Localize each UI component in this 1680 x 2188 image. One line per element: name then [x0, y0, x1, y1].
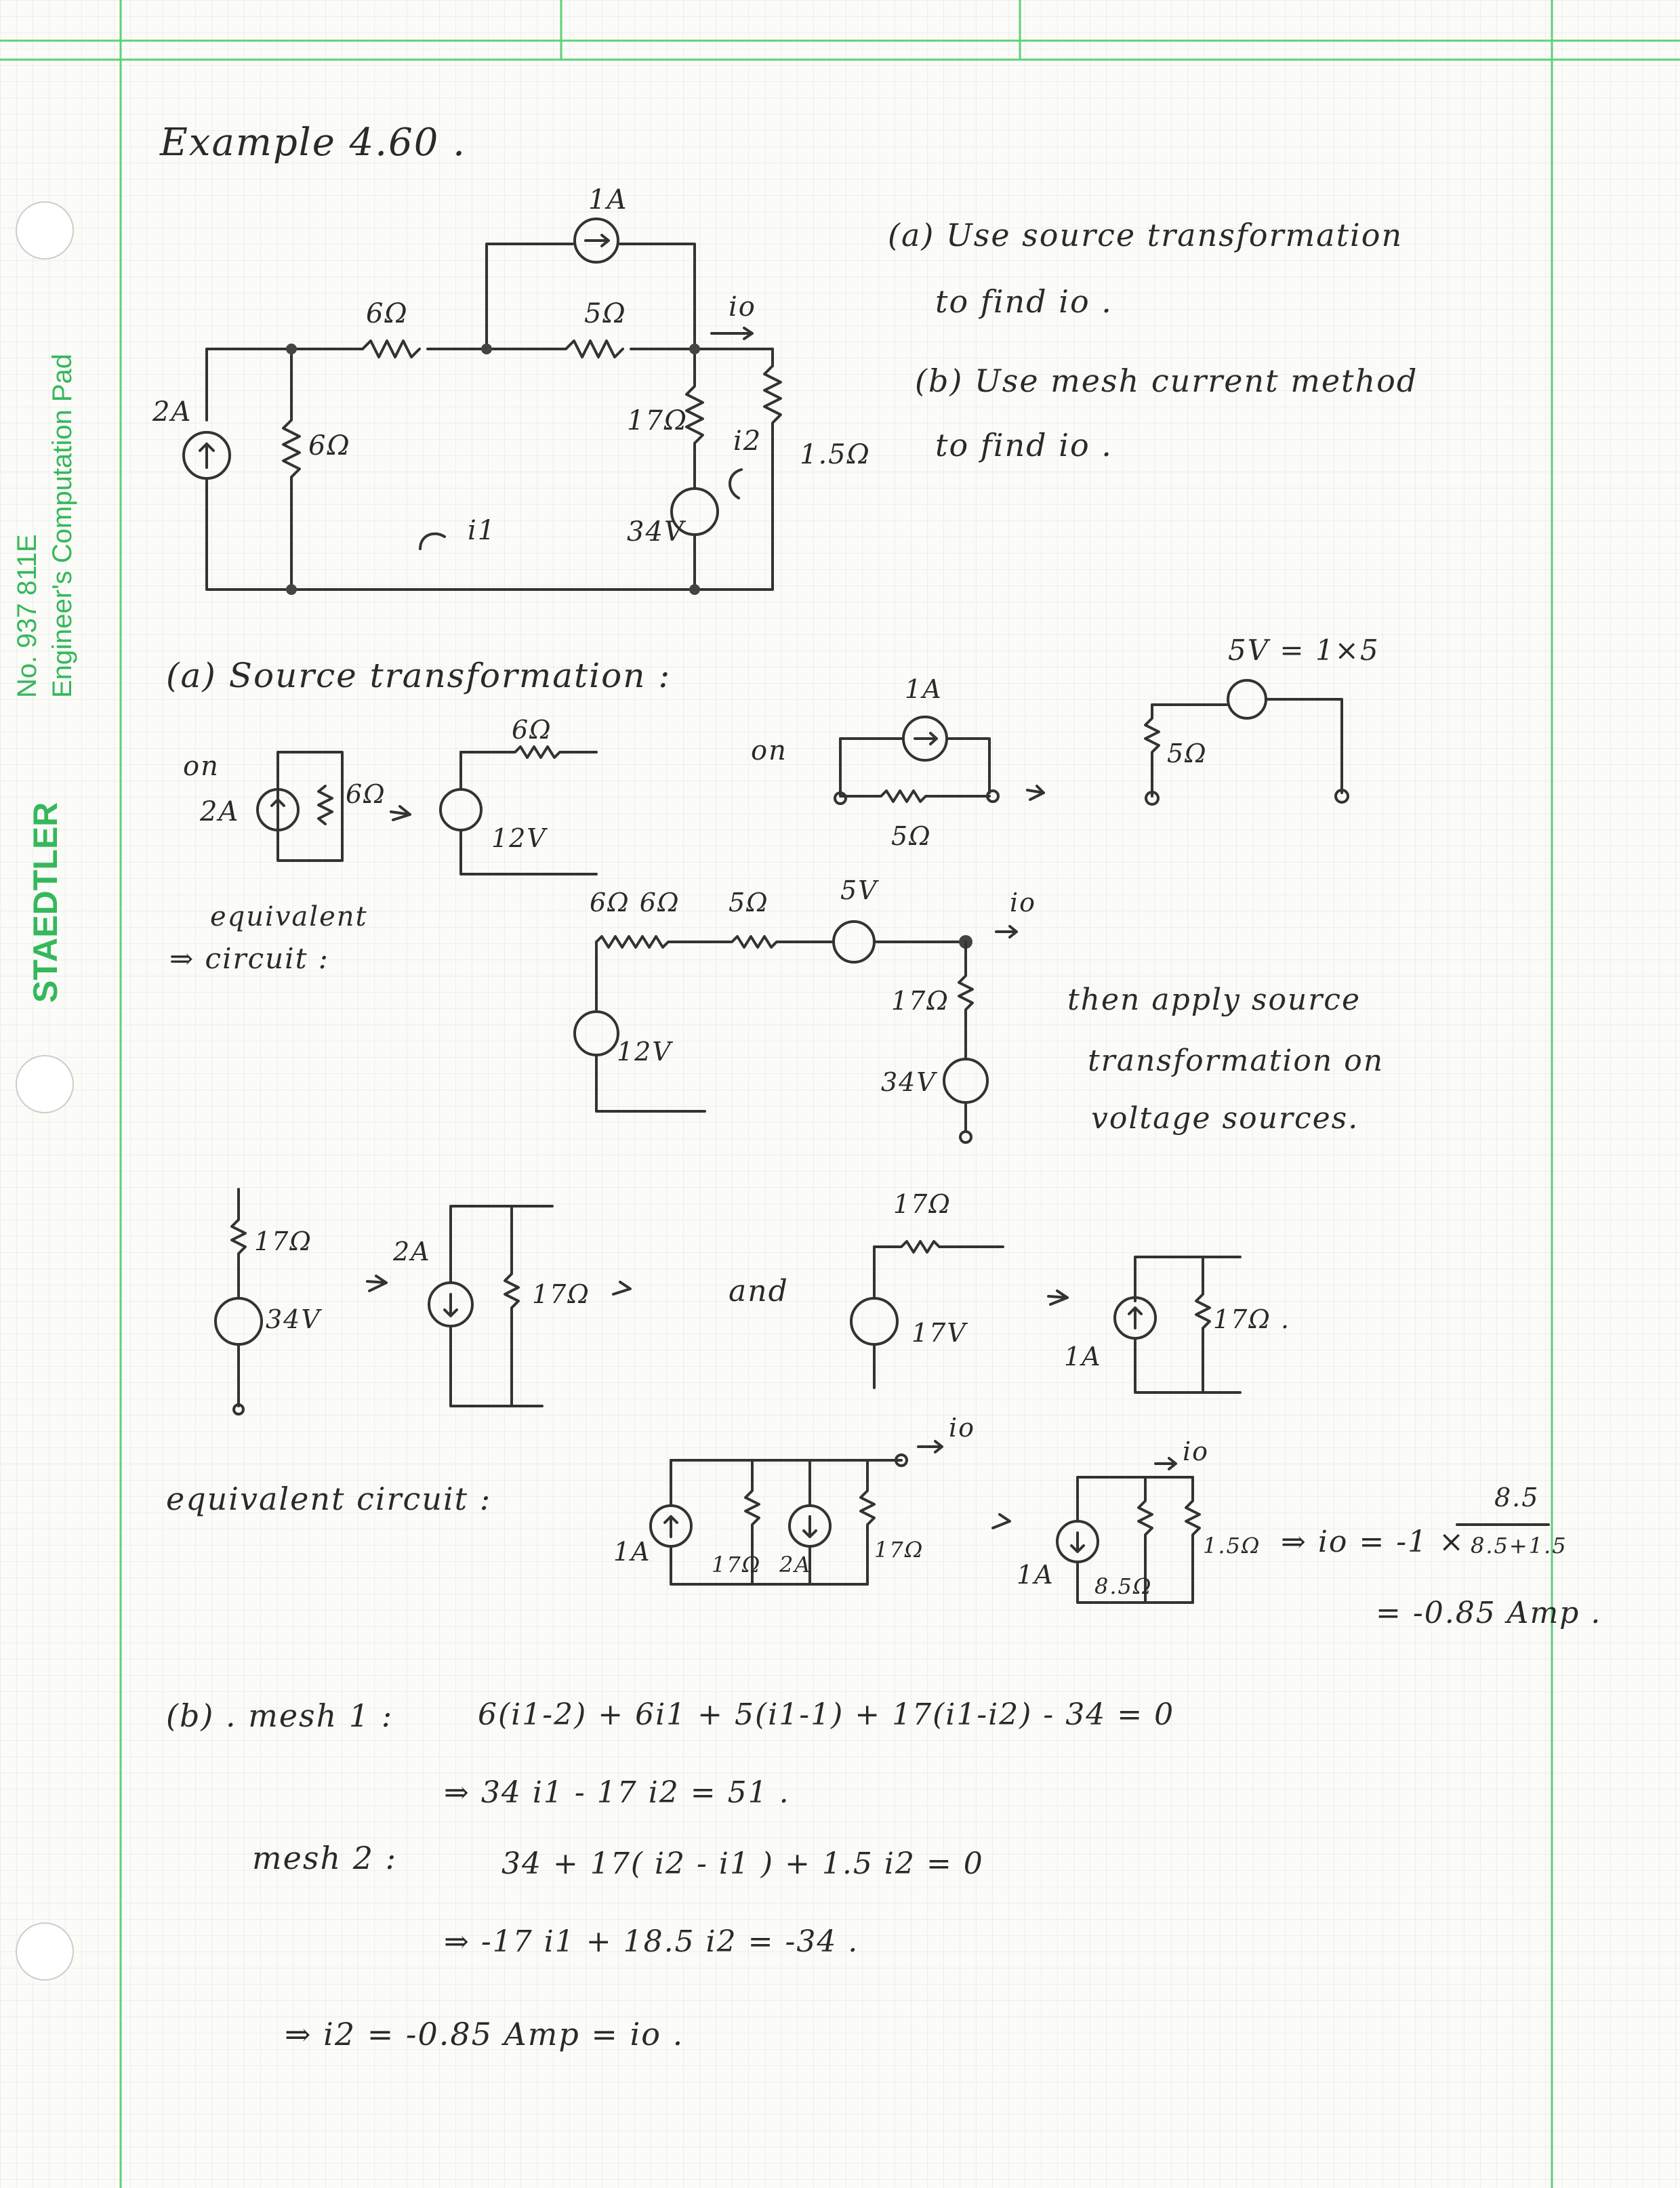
result-lhs: ⇒ io = -1 × — [1281, 1525, 1465, 1559]
eq2-label-17ohm: 17Ω — [712, 1552, 762, 1577]
r3-label-17ohm-b: 17Ω — [532, 1279, 590, 1309]
t2-label-1a: 1A — [905, 674, 943, 704]
mesh2-simplified: ⇒ -17 i1 + 18.5 i2 = -34 . — [444, 1924, 859, 1959]
main-label-6ohm-left: 6Ω — [308, 430, 351, 461]
problem-a-line1: (a) Use source transformation — [888, 217, 1404, 253]
t2-formula: 5V = 1×5 — [1228, 634, 1380, 667]
r3-label-17ohm-d: 17Ω . — [1213, 1304, 1291, 1334]
main-label-1p5ohm: 1.5Ω — [800, 439, 871, 470]
eq1-label-17ohm: 17Ω — [891, 986, 949, 1016]
main-label-i1: i1 — [468, 515, 497, 546]
eq2-label-17ohm-b: 17Ω — [874, 1537, 924, 1563]
eq1-label-5ohm: 5Ω — [729, 888, 769, 917]
on-label-1: on — [183, 751, 220, 782]
mesh2-equation: 34 + 17( i2 - i1 ) + 1.5 i2 = 0 — [501, 1846, 984, 1881]
problem-a-line2: to find io . — [935, 283, 1113, 320]
t1-label-2a: 2A — [200, 796, 240, 827]
final-label-io: io — [1183, 1437, 1210, 1466]
final-label-1p5ohm: 1.5Ω — [1203, 1533, 1261, 1559]
t2-res-5ohm: 5Ω — [1167, 739, 1208, 768]
r3-label-1a: 1A — [1064, 1342, 1102, 1371]
main-label-6ohm-top: 6Ω — [366, 298, 409, 329]
equiv2-label: equivalent circuit : — [166, 1481, 492, 1517]
main-label-io: io — [729, 291, 756, 323]
mesh2-label: mesh 2 : — [252, 1840, 398, 1876]
mesh1-simplified: ⇒ 34 i1 - 17 i2 = 51 . — [444, 1775, 790, 1810]
note-line-2: transformation on — [1088, 1044, 1385, 1078]
example-title: Example 4.60 . — [160, 121, 466, 165]
mesh1-equation: 6(i1-2) + 6i1 + 5(i1-1) + 17(i1-i2) - 34… — [478, 1697, 1175, 1732]
problem-b-line1: (b) Use mesh current method — [915, 363, 1418, 399]
eq1-label-12v: 12V — [617, 1037, 672, 1067]
eq2-label-io: io — [949, 1413, 976, 1443]
r3-label-17v: 17V — [911, 1318, 967, 1348]
main-label-1a: 1A — [588, 184, 628, 215]
t1-label-6ohm: 6Ω — [346, 779, 386, 809]
main-label-2a: 2A — [152, 396, 192, 428]
r3-label-2a: 2A — [393, 1237, 431, 1266]
mesh1-label: (b) . mesh 1 : — [166, 1697, 394, 1734]
result-numerator: 8.5 — [1494, 1483, 1540, 1512]
r3-label-17ohm: 17Ω — [254, 1226, 312, 1256]
equiv-label-2: ⇒ circuit : — [169, 942, 329, 975]
equiv-label: equivalent — [210, 901, 368, 932]
part-a-heading: (a) Source transformation : — [166, 656, 672, 695]
result-value: = -0.85 Amp . — [1376, 1596, 1602, 1630]
r3-label-17ohm-c: 17Ω — [893, 1189, 951, 1219]
main-label-i2: i2 — [733, 426, 762, 457]
eq1-label-6ohm6ohm: 6Ω 6Ω — [590, 888, 680, 917]
note-line-1: then apply source — [1067, 983, 1361, 1017]
r3-label-and: and — [729, 1274, 789, 1308]
main-label-34v: 34V — [627, 516, 685, 548]
eq2-label-1a: 1A — [613, 1537, 651, 1567]
t1-res-6ohm: 6Ω — [512, 715, 552, 745]
problem-b-line2: to find io . — [935, 427, 1113, 463]
eq1-label-34v: 34V — [881, 1067, 937, 1097]
t1-res-12v: 12V — [491, 823, 547, 853]
t2-label-5ohm: 5Ω — [891, 821, 932, 851]
final-answer: ⇒ i2 = -0.85 Amp = io . — [285, 2016, 684, 2052]
eq2-label-2a: 2A — [779, 1552, 812, 1577]
result-denominator: 8.5+1.5 — [1471, 1533, 1568, 1559]
final-label-8p5ohm: 8.5Ω — [1094, 1573, 1153, 1599]
note-line-3: voltage sources. — [1091, 1101, 1359, 1136]
eq1-label-io: io — [1010, 888, 1037, 917]
r3-label-34v: 34V — [266, 1304, 321, 1334]
main-label-17ohm: 17Ω — [627, 405, 689, 436]
eq1-label-5v: 5V — [840, 875, 878, 905]
on-label-2: on — [751, 735, 787, 766]
main-label-5ohm: 5Ω — [584, 298, 627, 329]
final-label-1a: 1A — [1017, 1560, 1054, 1590]
